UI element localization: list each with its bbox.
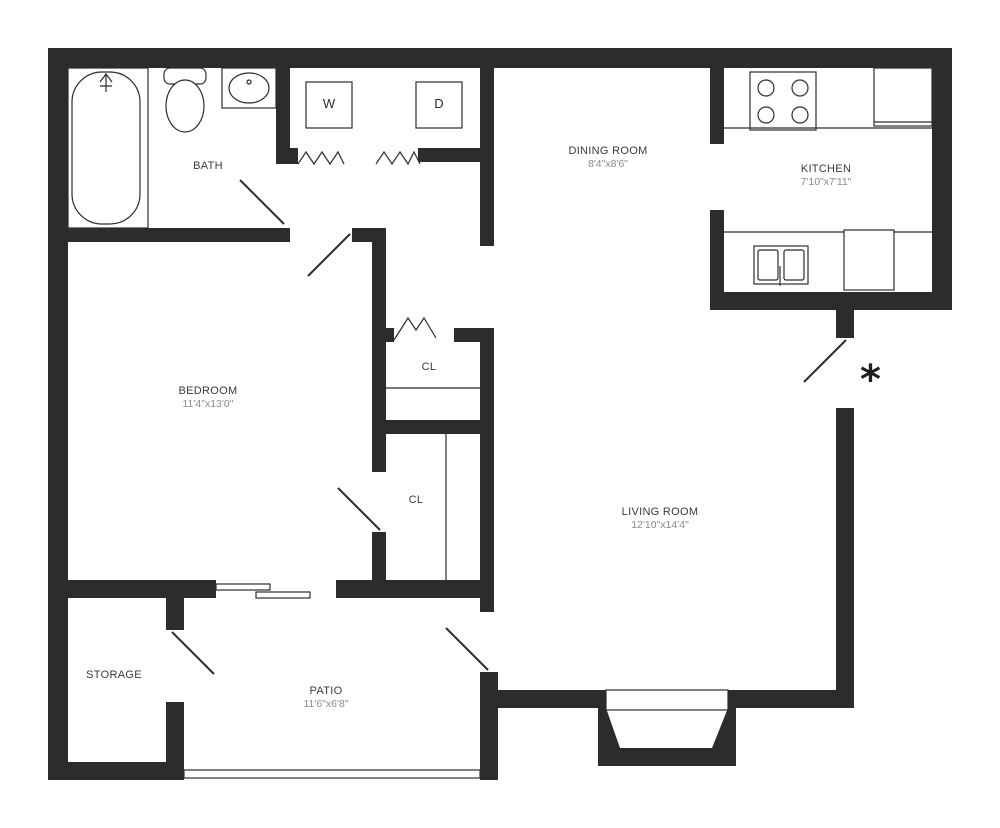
room-dimensions: 11'6"x6'8" [303,698,349,710]
room-label-patio: PATIO 11'6"x6'8" [303,685,348,710]
room-dimensions: 12'10"x14'4" [631,519,689,531]
room-name: LIVING ROOM [621,506,699,518]
room-label-closet-lower: CL [409,494,424,506]
dryer-label: D [434,96,444,111]
room-name: DINING ROOM [568,145,648,157]
room-dimensions: 7'10"x7'11" [800,176,852,188]
room-dimensions: 8'4"x8'6" [587,158,629,170]
unit-marker-asterisk: * [860,357,881,403]
walls [48,48,952,780]
room-name: KITCHEN [800,163,852,175]
fixtures [67,67,933,779]
room-label-kitchen: KITCHEN 7'10"x7'11" [801,163,852,188]
room-label-storage: STORAGE [86,669,142,681]
room-name: PATIO [309,685,343,697]
room-label-bedroom: BEDROOM 11'4"x13'0" [179,385,238,410]
washer-label: W [322,96,336,111]
room-name: BATH [193,160,223,172]
room-name: CL [408,494,424,506]
room-label-living: LIVING ROOM 12'10"x14'4" [622,506,699,531]
room-name: STORAGE [86,669,142,681]
room-label-dining: DINING ROOM 8'4"x8'6" [568,145,647,170]
room-label-bath: BATH [193,160,223,172]
room-label-closet-upper: CL [422,361,437,373]
room-name: CL [421,361,437,373]
room-dimensions: 11'4"x13'0" [182,398,234,410]
room-name: BEDROOM [178,385,238,397]
